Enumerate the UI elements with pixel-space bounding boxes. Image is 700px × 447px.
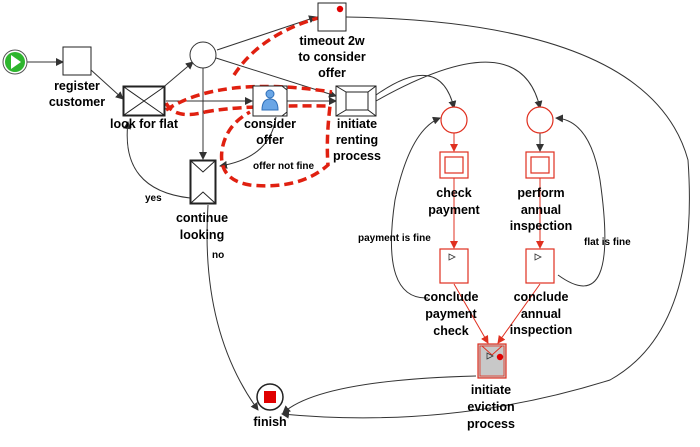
label-yes: yes bbox=[145, 193, 162, 204]
label-initiate-eviction-3: process bbox=[467, 417, 515, 431]
initiate-renting-task[interactable] bbox=[335, 85, 377, 117]
label-perform-inspection-2: annual bbox=[521, 203, 561, 217]
label-consider-offer-1: consider bbox=[244, 117, 296, 131]
continue-looking-task[interactable] bbox=[189, 159, 217, 205]
stop-icon bbox=[264, 391, 276, 403]
register-customer-task[interactable] bbox=[62, 46, 92, 76]
label-register-customer-1: register bbox=[54, 79, 100, 93]
edge-labels: offer not fine yes no payment is fine fl… bbox=[145, 161, 631, 261]
check-payment-task[interactable] bbox=[439, 151, 469, 179]
label-consider-offer-2: offer bbox=[256, 133, 284, 147]
edge-eviction-finish bbox=[282, 375, 477, 414]
edge-continue-lookforflat-yes bbox=[123, 121, 191, 199]
label-conclude-payment-2: payment bbox=[425, 307, 477, 321]
start-event[interactable] bbox=[2, 49, 28, 75]
label-conclude-inspection-1: conclude bbox=[514, 290, 569, 304]
edge-continue-finish-no bbox=[206, 204, 259, 411]
label-offer-not-fine: offer not fine bbox=[253, 161, 315, 172]
label-conclude-payment-1: conclude bbox=[424, 290, 479, 304]
edges bbox=[27, 15, 690, 419]
dash-lookforflat bbox=[164, 102, 206, 117]
finish-event[interactable] bbox=[256, 383, 284, 411]
edge-timeout-finish bbox=[281, 16, 690, 419]
edge-register-lookforflat bbox=[90, 69, 124, 100]
timeout-task[interactable] bbox=[317, 2, 347, 32]
label-perform-inspection-1: perform bbox=[517, 186, 564, 200]
trigger-icon bbox=[534, 253, 542, 261]
dash-to-timeout bbox=[232, 16, 319, 76]
dash-upper bbox=[165, 84, 333, 112]
perform-inspection-task[interactable] bbox=[525, 151, 555, 179]
label-check-payment-2: payment bbox=[428, 203, 480, 217]
edge-inspection-loop bbox=[555, 114, 606, 287]
conclude-payment-task[interactable] bbox=[439, 248, 469, 284]
label-timeout-1: timeout 2w bbox=[299, 34, 365, 48]
conclude-inspection-task[interactable] bbox=[525, 248, 555, 284]
edge-consider-continue bbox=[219, 116, 277, 169]
label-initiate-renting-1: initiate bbox=[337, 117, 377, 131]
label-initiate-renting-3: process bbox=[333, 149, 381, 163]
node-labels: register customer look for flat consider… bbox=[49, 34, 572, 431]
timer-dot-icon bbox=[496, 353, 504, 361]
label-continue-looking-2: looking bbox=[180, 228, 224, 242]
label-initiate-renting-2: renting bbox=[336, 133, 378, 147]
edge-initiate-inspectloop bbox=[375, 61, 543, 109]
label-timeout-2: to consider bbox=[298, 50, 366, 64]
label-check-payment-1: check bbox=[436, 186, 471, 200]
look-for-flat-task[interactable] bbox=[122, 85, 166, 117]
edge-lookforflat-choice bbox=[159, 61, 194, 91]
label-initiate-eviction-1: initiate bbox=[471, 383, 511, 397]
label-conclude-inspection-2: annual bbox=[521, 307, 561, 321]
person-icon bbox=[261, 89, 279, 111]
inspection-loop-place[interactable] bbox=[526, 106, 554, 134]
edge-payment-eviction bbox=[453, 283, 489, 344]
label-no: no bbox=[212, 250, 224, 261]
label-look-for-flat: look for flat bbox=[110, 117, 179, 131]
initiate-eviction-task[interactable] bbox=[477, 343, 507, 379]
label-payment-is-fine: payment is fine bbox=[358, 233, 431, 244]
label-finish: finish bbox=[253, 415, 286, 429]
red-edges bbox=[450, 133, 544, 344]
timer-dot-icon bbox=[336, 5, 344, 13]
label-perform-inspection-3: inspection bbox=[510, 219, 573, 233]
trigger-icon bbox=[486, 352, 494, 360]
label-conclude-inspection-3: inspection bbox=[510, 323, 573, 337]
label-timeout-3: offer bbox=[318, 66, 346, 80]
label-continue-looking-1: continue bbox=[176, 211, 228, 225]
edge-inspection-eviction bbox=[497, 283, 541, 344]
label-flat-is-fine: flat is fine bbox=[584, 237, 631, 248]
trigger-icon bbox=[448, 253, 456, 261]
label-initiate-eviction-2: eviction bbox=[467, 400, 514, 414]
label-conclude-payment-3: check bbox=[433, 324, 468, 338]
label-register-customer-2: customer bbox=[49, 95, 105, 109]
edge-initiate-checkloop bbox=[375, 74, 457, 109]
consider-offer-task[interactable] bbox=[252, 85, 288, 117]
payment-loop-place[interactable] bbox=[440, 106, 468, 134]
edge-payment-loop bbox=[390, 116, 441, 299]
choice-place[interactable] bbox=[189, 41, 217, 69]
